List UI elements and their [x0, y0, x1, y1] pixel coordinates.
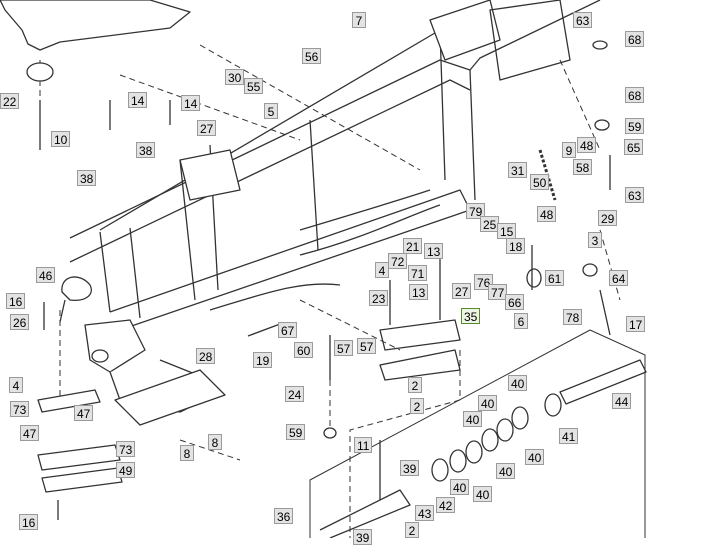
- callout-label: 16: [6, 293, 26, 309]
- callout-label: 5: [264, 103, 278, 119]
- callout-label: 59: [625, 118, 645, 134]
- callout-label: 41: [559, 428, 579, 444]
- callout-label: 44: [612, 393, 632, 409]
- callout-label: 71: [408, 265, 428, 281]
- callout-label: 30: [225, 69, 245, 85]
- callout-label: 19: [253, 352, 273, 368]
- callout-label: 68: [625, 87, 645, 103]
- callout-label: 72: [388, 253, 408, 269]
- callout-label: 40: [450, 479, 470, 495]
- callout-label: 4: [9, 377, 23, 393]
- callout-label: 38: [77, 170, 97, 186]
- callout-label: 60: [294, 342, 314, 358]
- callout-label: 24: [285, 386, 305, 402]
- callout-label: 63: [573, 12, 593, 28]
- callout-label: 2: [410, 398, 424, 414]
- callout-label: 48: [537, 206, 557, 222]
- callout-label: 78: [563, 309, 583, 325]
- callout-label: 73: [116, 441, 136, 457]
- callout-label: 58: [573, 159, 593, 175]
- callout-label: 8: [208, 434, 222, 450]
- callout-label: 18: [506, 238, 526, 254]
- callout-label: 11: [354, 437, 373, 453]
- callout-label: 13: [424, 243, 444, 259]
- callout-label: 10: [51, 131, 71, 147]
- callout-label: 56: [302, 48, 322, 64]
- callout-label: 2: [408, 377, 422, 393]
- callout-label: 49: [116, 462, 136, 478]
- callout-label: 8: [180, 445, 194, 461]
- callout-label: 79: [466, 203, 486, 219]
- callout-label: 7: [352, 12, 366, 28]
- callout-label: 36: [274, 508, 294, 524]
- callout-label: 68: [625, 31, 645, 47]
- callout-label: 47: [74, 405, 94, 421]
- callout-label: 29: [598, 210, 618, 226]
- callout-label: 50: [530, 174, 550, 190]
- callout-label: 9: [562, 142, 576, 158]
- callout-label: 13: [409, 284, 429, 300]
- callout-label: 14: [128, 92, 148, 108]
- callout-label: 40: [478, 395, 498, 411]
- callout-label: 14: [181, 95, 201, 111]
- callout-label: 39: [353, 529, 373, 545]
- callout-label: 40: [525, 449, 545, 465]
- callout-label: 55: [244, 78, 264, 94]
- callout-label: 16: [19, 514, 39, 530]
- callout-label: 64: [609, 270, 629, 286]
- callout-label: 23: [369, 290, 389, 306]
- callout-label: 47: [20, 425, 40, 441]
- callout-label: 63: [625, 187, 645, 203]
- callout-label: 3: [588, 232, 602, 248]
- callout-label: 15: [497, 223, 517, 239]
- callout-label: 40: [508, 375, 528, 391]
- callout-label: 67: [278, 322, 298, 338]
- callout-label: 42: [436, 497, 456, 513]
- callout-label: 43: [415, 505, 435, 521]
- callout-label: 2: [405, 522, 419, 538]
- callout-label: 46: [36, 267, 56, 283]
- callout-label: 73: [10, 401, 30, 417]
- callout-label: 66: [505, 294, 525, 310]
- callout-label: 40: [496, 463, 516, 479]
- callout-label: 40: [473, 486, 493, 502]
- callout-label: 59: [286, 424, 306, 440]
- callout-label: 61: [545, 270, 565, 286]
- callout-label: 48: [577, 137, 597, 153]
- callout-label: 77: [488, 284, 508, 300]
- callout-label: 76: [474, 274, 494, 290]
- callout-label: 57: [357, 338, 377, 354]
- callout-label: 40: [463, 411, 483, 427]
- callout-label: 25: [480, 216, 500, 232]
- callout-label: 31: [508, 162, 528, 178]
- callout-label: 4: [375, 262, 389, 278]
- callout-label: 21: [403, 238, 423, 254]
- callout-label: 27: [197, 120, 217, 136]
- callout-label: 57: [334, 340, 354, 356]
- callout-label: 65: [624, 139, 644, 155]
- callout-label: 27: [452, 283, 472, 299]
- callout-label: 22: [0, 93, 20, 109]
- callout-label: 6: [514, 313, 528, 329]
- callout-label: 39: [400, 460, 420, 476]
- callout-label: 38: [136, 142, 156, 158]
- callout-label-highlighted: 35: [461, 308, 481, 324]
- callout-label: 26: [10, 314, 30, 330]
- callout-label: 28: [196, 348, 216, 364]
- callout-label: 17: [626, 316, 646, 332]
